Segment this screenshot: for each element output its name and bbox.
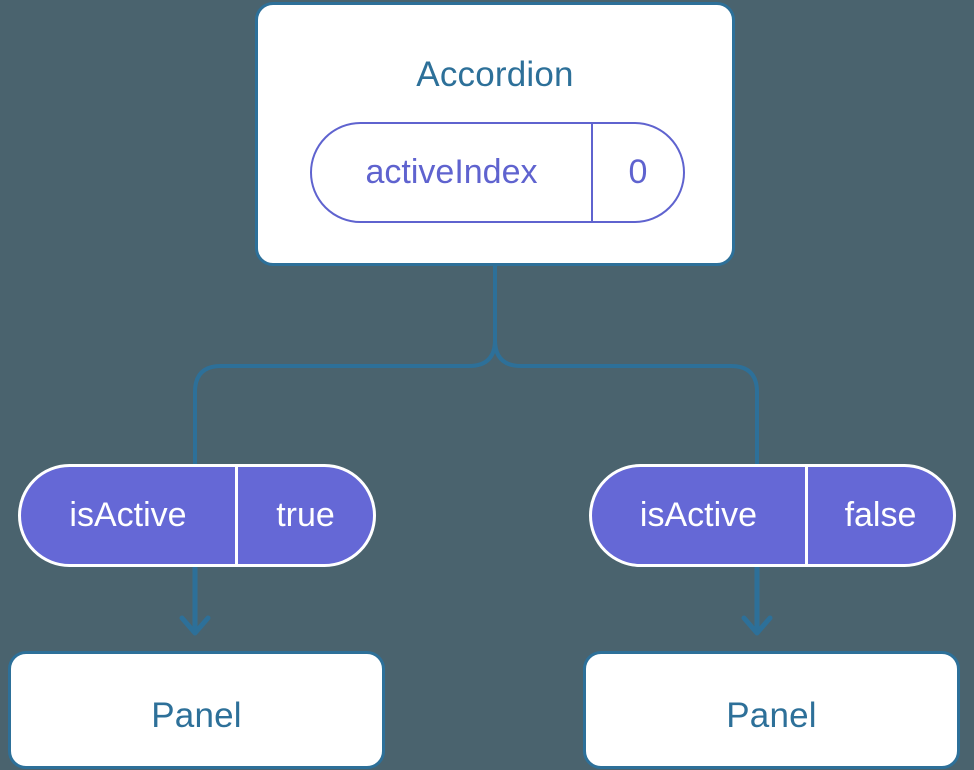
prop-pill-value: true [235, 467, 373, 564]
state-pill-key: activeIndex [365, 153, 538, 191]
component-card-accordion[interactable]: Accordion activeIndex 0 [255, 2, 735, 266]
prop-pill-value: false [805, 467, 953, 564]
arrow-right-head-icon [741, 615, 773, 636]
arrow-left-head-icon [179, 615, 211, 636]
prop-pill-key: isActive [639, 496, 758, 534]
prop-pill-key: isActive [69, 496, 187, 534]
state-pill-value: 0 [591, 124, 683, 221]
component-title-panel: Panel [726, 696, 817, 735]
component-title-accordion: Accordion [416, 55, 574, 94]
component-card-panel-right[interactable]: Panel [583, 651, 960, 769]
component-card-panel-left[interactable]: Panel [8, 651, 385, 769]
prop-pill-isactive-true[interactable]: isActive true [18, 464, 376, 567]
connector-branch-left [193, 264, 497, 466]
state-pill-activeindex[interactable]: activeIndex 0 [310, 122, 685, 223]
connector-branch-right [493, 264, 759, 466]
component-title-panel: Panel [151, 696, 242, 735]
prop-pill-isactive-false[interactable]: isActive false [589, 464, 956, 567]
